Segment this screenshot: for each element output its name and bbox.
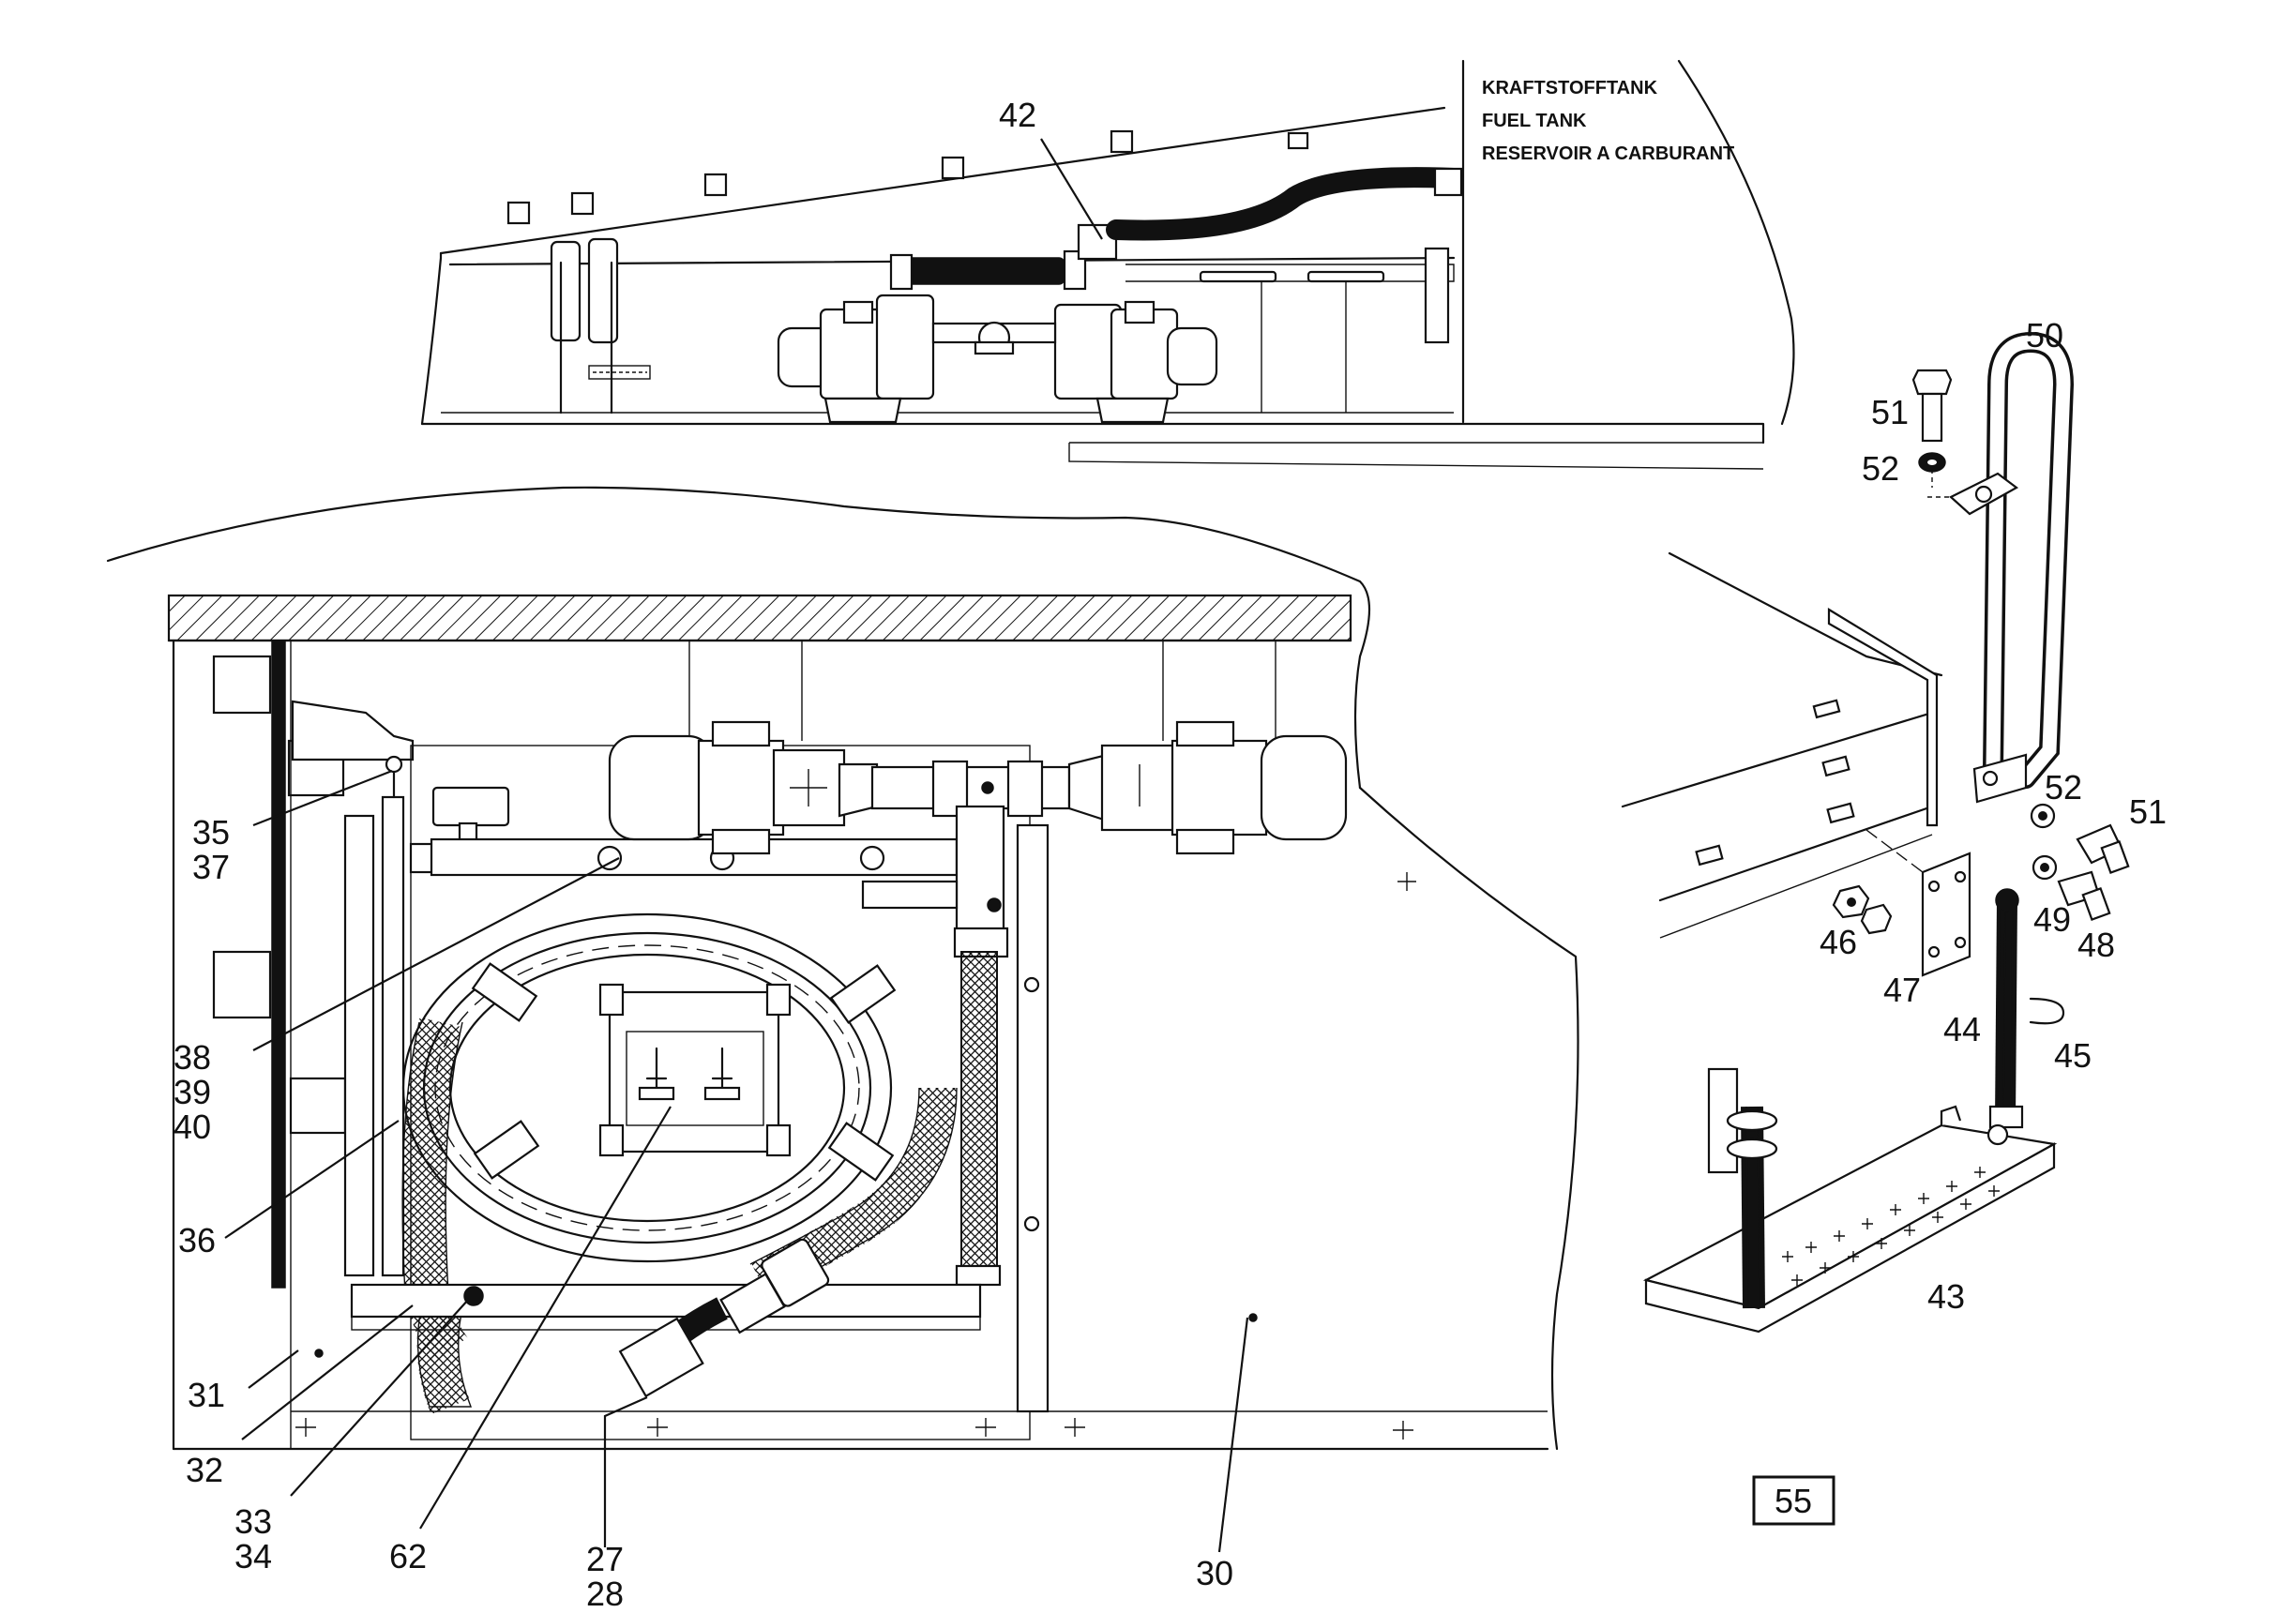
callout-49: 49 [2033, 900, 2071, 939]
callout-52-right: 52 [2045, 768, 2082, 806]
callout-48: 48 [2077, 926, 2115, 964]
tank-note-line-3: RESERVOIR A CARBURANT [1482, 143, 1734, 164]
fuel-tank-note: KRAFTSTOFFTANK FUEL TANK RESERVOIR A CAR… [1482, 78, 1734, 164]
callout-39: 39 [174, 1073, 211, 1111]
fuel-pump-right [1053, 300, 1218, 424]
figure-number: 55 [1775, 1482, 1812, 1520]
callout-37: 37 [192, 848, 230, 886]
lower-pump-right [1067, 720, 1348, 855]
lower-pump-left [608, 720, 879, 855]
callout-45: 45 [2054, 1036, 2092, 1075]
callout-36: 36 [178, 1221, 216, 1259]
figure-number-box: 55 [1752, 1475, 1835, 1526]
callout-52-top: 52 [1862, 449, 1899, 488]
callout-43: 43 [1927, 1277, 1965, 1316]
leader-lines [224, 138, 1249, 1553]
callout-labels: 42 50 51 52 52 51 49 48 46 47 44 45 43 3… [174, 96, 2167, 1613]
callout-47: 47 [1883, 971, 1921, 1009]
callout-38: 38 [174, 1038, 211, 1077]
callout-42: 42 [999, 96, 1036, 134]
callout-46: 46 [1820, 923, 1857, 961]
fuel-pump-left [777, 294, 935, 424]
junction-box [598, 983, 792, 1157]
callout-31: 31 [188, 1376, 225, 1414]
tank-note-line-1: KRAFTSTOFFTANK [1482, 78, 1658, 98]
callout-51-top: 51 [1871, 393, 1909, 431]
fuel-tank-top-view [420, 59, 1795, 470]
callout-27: 27 [586, 1540, 624, 1578]
pump-mounting-view [106, 486, 1579, 1451]
callout-32: 32 [186, 1451, 223, 1489]
callout-28: 28 [586, 1575, 624, 1613]
callout-33: 33 [234, 1502, 272, 1541]
callout-51-right: 51 [2129, 792, 2167, 831]
callout-34: 34 [234, 1537, 272, 1575]
callout-62: 62 [389, 1537, 427, 1575]
callout-50: 50 [2026, 316, 2063, 354]
callout-30: 30 [1196, 1554, 1233, 1592]
callout-35: 35 [192, 813, 230, 852]
callout-44: 44 [1943, 1010, 1981, 1048]
callout-40: 40 [174, 1108, 211, 1146]
step-and-handle-assembly [1621, 331, 2130, 1334]
tank-note-line-2: FUEL TANK [1482, 111, 1587, 131]
